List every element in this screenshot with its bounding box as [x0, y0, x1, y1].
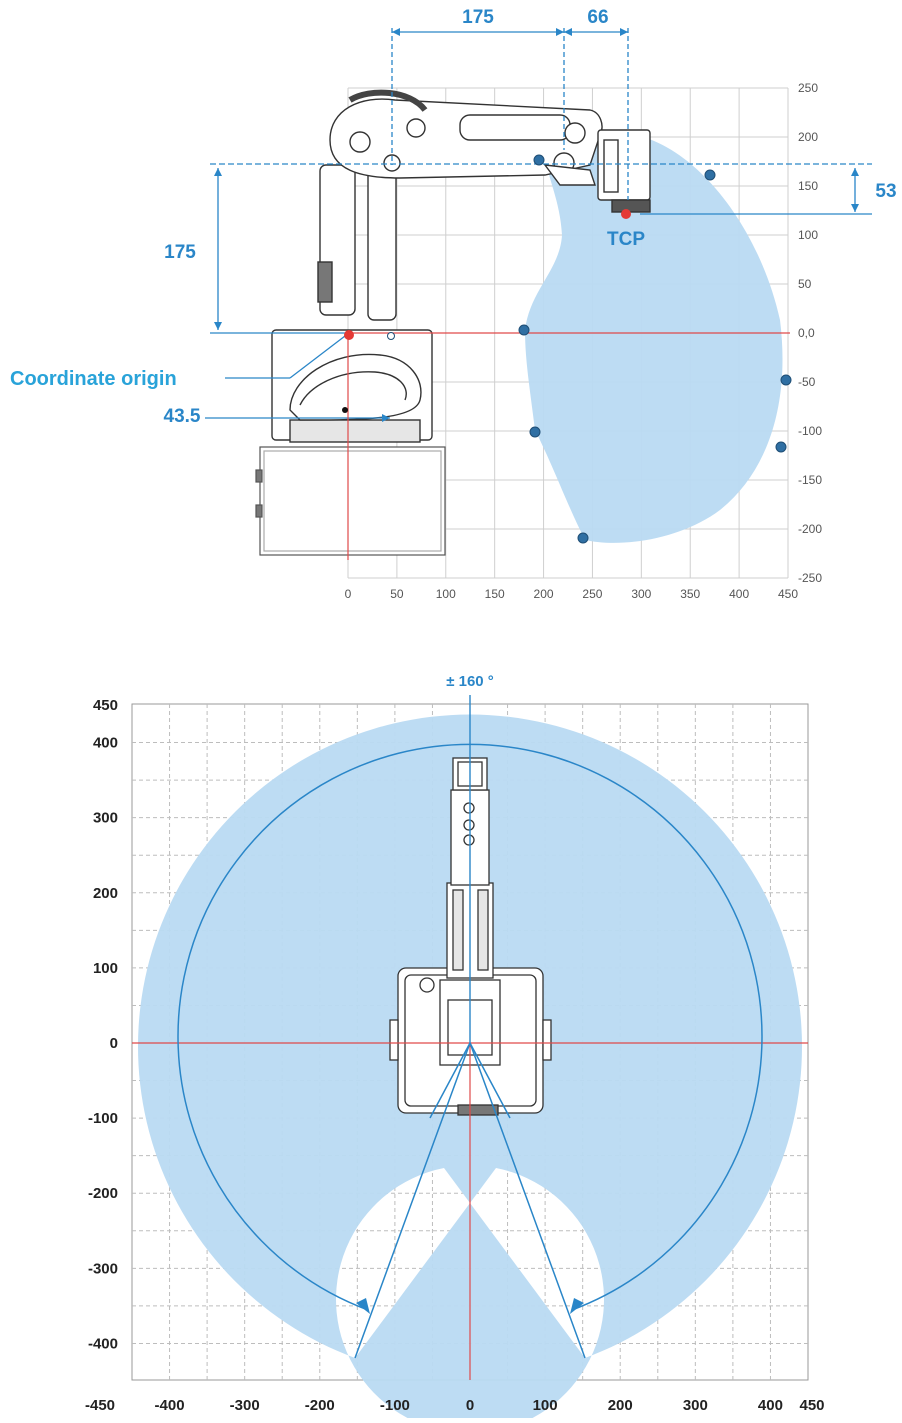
tcp-label: TCP	[607, 229, 645, 250]
top-x-tick: -450	[85, 1397, 115, 1414]
side-x-tick: 450	[778, 587, 798, 601]
rotation-limit-rays	[354, 1042, 586, 1359]
side-x-tick: 400	[729, 587, 749, 601]
side-view: 250 200 150 100 50 0,0 -50 -100 -150 -200 -250 0 50…	[10, 7, 897, 601]
side-y-tick: -50	[798, 375, 816, 389]
rotation-range-label: ± 160 °	[446, 673, 494, 690]
robot-base	[255, 446, 446, 556]
side-x-tick: 0	[345, 587, 352, 601]
top-y-tick: 400	[93, 735, 118, 752]
side-y-tick: 100	[798, 228, 818, 242]
side-y-tick: -150	[798, 473, 822, 487]
coordinate-origin-label: Coordinate origin	[10, 368, 177, 390]
side-y-tick: 150	[798, 179, 818, 193]
top-y-tick: -400	[88, 1335, 118, 1352]
top-x-tick: 100	[533, 1397, 558, 1414]
reach-arc-arrowheads	[356, 1298, 584, 1314]
side-y-tick: -250	[798, 571, 822, 585]
dim-offset-43-5: 43.5	[164, 406, 201, 427]
side-x-tick: 50	[390, 587, 404, 601]
side-arrowheads	[214, 28, 859, 422]
side-y-tick: 200	[798, 130, 818, 144]
top-x-tick: -300	[230, 1397, 260, 1414]
side-y-tick: -200	[798, 522, 822, 536]
top-x-tick: -100	[380, 1397, 410, 1414]
top-x-tick-labels: -450 -400 -300 -200 -100 0 100 200 300 400 450	[85, 1397, 825, 1414]
top-y-tick: 450	[93, 697, 118, 714]
dim-left-175: 175	[164, 242, 196, 263]
side-x-tick: 150	[485, 587, 505, 601]
top-x-tick: -400	[155, 1397, 185, 1414]
side-axes	[347, 332, 790, 560]
side-y-tick: -100	[798, 424, 822, 438]
top-x-tick: 450	[799, 1397, 824, 1414]
side-x-tick-labels: 0 50 100 150 200 250 300 350 400 450	[345, 587, 799, 601]
side-x-tick: 200	[534, 587, 554, 601]
top-view: ± 160 ° 450 400 300 200 100 0 -100 -200 -300 -400…	[85, 673, 825, 1423]
top-y-tick: -100	[88, 1110, 118, 1127]
side-dimensions	[205, 28, 872, 419]
side-x-tick: 250	[582, 587, 602, 601]
reach-arc	[177, 743, 763, 1311]
top-x-tick: -200	[305, 1397, 335, 1414]
side-workspace-region	[525, 135, 783, 543]
side-x-tick: 100	[436, 587, 456, 601]
top-x-tick: 300	[683, 1397, 708, 1414]
top-y-tick: 200	[93, 885, 118, 902]
tcp-marker	[621, 209, 631, 219]
side-y-tick: 0,0	[798, 326, 815, 340]
top-y-tick: 0	[110, 1035, 118, 1052]
top-y-tick-labels: 450 400 300 200 100 0 -100 -200 -300 -400	[88, 697, 118, 1352]
top-x-tick: 400	[758, 1397, 783, 1414]
dim-top-66: 66	[587, 7, 608, 28]
side-x-tick: 300	[631, 587, 651, 601]
side-sample-points	[342, 154, 792, 544]
side-y-tick: 50	[798, 277, 812, 291]
top-y-tick: 100	[93, 960, 118, 977]
top-y-tick: -200	[88, 1185, 118, 1202]
side-y-tick-labels: 250 200 150 100 50 0,0 -50 -100 -150 -200 -250	[798, 81, 822, 585]
top-y-tick: 300	[93, 810, 118, 827]
top-x-tick: 200	[608, 1397, 633, 1414]
side-y-tick: 250	[798, 81, 818, 95]
dim-top-175: 175	[462, 7, 494, 28]
origin-marker	[344, 330, 354, 340]
side-x-tick: 350	[680, 587, 700, 601]
dim-right-53: 53	[875, 181, 896, 202]
top-x-tick: 0	[466, 1397, 474, 1414]
top-y-tick: -300	[88, 1260, 118, 1277]
